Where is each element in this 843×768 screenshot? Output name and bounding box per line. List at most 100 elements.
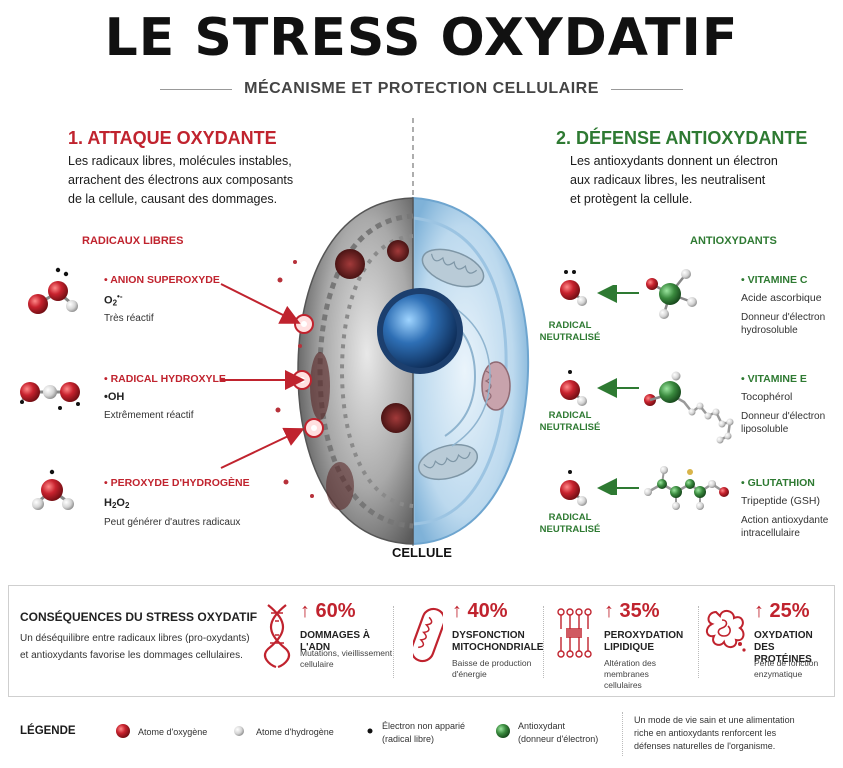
- hydrogen-peroxide-molecule: [32, 469, 74, 510]
- legend-electron-label: Électron non apparié(radical libre): [382, 721, 466, 744]
- radical-formula: O2•-: [104, 292, 123, 308]
- defense-desc-line-2: aux radicaux libres, les neutralisent: [570, 173, 766, 187]
- vitamin-c-molecule: [646, 269, 697, 319]
- radical-formula: •OH: [104, 391, 125, 403]
- antioxidant-item-vitamin-e: • VITAMINE E Tocophérol Donneur d'électr…: [741, 373, 825, 436]
- mitochondria-icon: [413, 607, 443, 663]
- vitamin-e-molecule: [644, 371, 734, 444]
- nucleus: [383, 294, 457, 368]
- neutralized-radical-2: [560, 370, 587, 406]
- neutralized-radical-1: [560, 270, 587, 306]
- stat-separator-1: [393, 606, 394, 678]
- hydroxyl-molecule: [20, 382, 80, 410]
- antioxidant-legend-icon: [496, 724, 510, 738]
- subtitle-divider-left: [160, 88, 233, 90]
- attack-title: 1. ATTAQUE OXYDANTE: [68, 128, 277, 148]
- lipid-membrane-icon: [557, 608, 592, 658]
- page-title: LE STRESS OXYDATIF: [104, 8, 739, 68]
- attack-desc-line-2: arrachent des électrons aux composants: [68, 173, 294, 187]
- impact-burst-1: [294, 314, 314, 334]
- stat-value-mitochondria: ↑ 40%: [452, 600, 508, 622]
- impact-burst-3: [304, 418, 324, 438]
- antioxidant-item-glutathion: • GLUTATHION Tripeptide (GSH) Action ant…: [741, 477, 828, 540]
- mitochondrion-right: [481, 361, 511, 411]
- legend-oxygen-label: Atome d'oxygène: [138, 727, 208, 737]
- page-subtitle: MÉCANISME ET PROTECTION CELLULAIRE: [244, 80, 599, 97]
- oxygen-atom-legend-icon: [116, 724, 130, 738]
- legend-title: LÉGENDE: [20, 725, 76, 737]
- mitochondrion-top: [421, 248, 485, 288]
- damaged-organelle-2: [335, 249, 365, 279]
- attack-arrows: [220, 283, 305, 469]
- antioxidant-subtitle: Tocophérol: [741, 391, 793, 403]
- radical-note: Extrêmement réactif: [104, 410, 194, 421]
- superoxide-molecule: [28, 267, 78, 314]
- defense-desc-line-1: Les antioxydants donnent un électron: [570, 154, 778, 168]
- defense-arrows: [597, 285, 639, 495]
- lifestyle-note: Un mode de vie sain et une alimentation …: [634, 715, 795, 751]
- neutralized-radical-3: [560, 470, 587, 506]
- radical-formula: H2O2: [104, 497, 130, 510]
- mitochondrion-bottom: [417, 443, 479, 481]
- stat-label-dna: DOMMAGES À L'ADN: [300, 630, 370, 653]
- antioxidant-name: • GLUTATHION: [741, 477, 815, 489]
- attack-arrow-3: [220, 427, 305, 469]
- stat-value-dna: ↑ 60%: [300, 600, 356, 622]
- radical-name: • ANION SUPEROXYDE: [104, 274, 220, 286]
- legend-separator: [622, 712, 623, 756]
- radical-item-peroxide: • PEROXYDE D'HYDROGÈNE H2O2 Peut générer…: [104, 477, 250, 529]
- hydrogen-atom-legend-icon: [234, 726, 244, 736]
- defense-title: 2. DÉFENSE ANTIOXYDANTE: [556, 128, 808, 148]
- radical-item-hydroxyl: • RADICAL HYDROXYLE •OH Extrêmement réac…: [104, 373, 226, 422]
- attack-desc-line-1: Les radicaux libres, molécules instables…: [68, 154, 292, 168]
- attack-arrow-1: [220, 283, 301, 324]
- subtitle-row: MÉCANISME ET PROTECTION CELLULAIRE: [160, 80, 683, 98]
- damaged-organelle-3: [381, 403, 411, 433]
- antioxidant-name: • VITAMINE C: [741, 274, 808, 286]
- glutathione-molecule: [644, 466, 729, 510]
- stat-value-lipid: ↑ 35%: [604, 600, 660, 622]
- stat-separator-3: [698, 606, 699, 678]
- legend-hydrogen-label: Atome d'hydrogène: [256, 727, 334, 737]
- attack-description: Les radicaux libres, molécules instables…: [68, 152, 398, 209]
- consequences-title: CONSÉQUENCES DU STRESS OXYDATIF: [20, 610, 258, 624]
- radical-name: • RADICAL HYDROXYLE: [104, 373, 226, 385]
- antioxidants-label: ANTIOXYDANTS: [690, 235, 777, 247]
- radical-note: Très réactif: [104, 312, 154, 324]
- defense-description: Les antioxydants donnent un électron aux…: [570, 152, 830, 209]
- antioxidant-item-vitamin-c: • VITAMINE C Acide ascorbique Donneur d'…: [741, 274, 825, 337]
- legend-antioxidant-label: Antioxydant(donneur d'électron): [518, 721, 599, 744]
- consequences-description: Un déséquilibre entre radicaux libres (p…: [20, 633, 250, 661]
- protein-icon: [706, 610, 746, 652]
- stat-separator-2: [543, 606, 544, 678]
- stat-value-protein: ↑ 25%: [754, 600, 810, 622]
- subtitle-divider-right: [610, 88, 683, 90]
- antioxidant-name: • VITAMINE E: [741, 373, 807, 385]
- dna-icon: [263, 604, 291, 669]
- damaged-organelle-1: [387, 240, 409, 262]
- attack-desc-line-3: de la cellule, causant des dommages.: [68, 192, 278, 206]
- cell-label: CELLULE: [392, 545, 452, 560]
- radical-name: • PEROXYDE D'HYDROGÈNE: [104, 477, 250, 489]
- unpaired-electron-legend-icon: [367, 728, 373, 734]
- cell-illustration: [275, 196, 530, 546]
- antioxidant-subtitle: Tripeptide (GSH): [741, 495, 820, 507]
- free-radicals-label: RADICAUX LIBRES: [82, 235, 184, 247]
- antioxidant-subtitle: Acide ascorbique: [741, 292, 822, 304]
- defense-desc-line-3: et protègent la cellule.: [570, 192, 693, 206]
- radical-item-superoxide: • ANION SUPEROXYDE O2•- Très réactif: [104, 274, 220, 325]
- radical-note: Peut générer d'autres radicaux: [104, 517, 241, 528]
